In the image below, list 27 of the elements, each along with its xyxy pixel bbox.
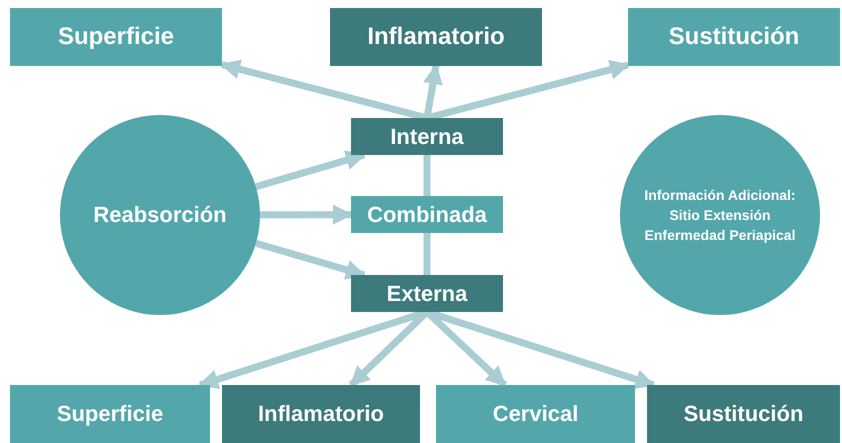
node-label: Superficie [56,401,164,427]
node-label: Externa [386,280,468,306]
node-label: Interna [390,124,464,150]
connector-line [424,233,430,275]
node-label: Inflamatorio [258,401,384,427]
connector-line [424,155,430,196]
category-box [351,275,503,312]
category-box [628,8,840,66]
category-box [351,118,503,155]
category-box [330,8,542,66]
node-label: Combinada [367,202,487,228]
node-label: Superficie [58,23,174,51]
arrow [254,240,366,280]
node-label: Sustitución [684,401,804,427]
category-box [222,385,420,443]
node-label: Reabsorción [93,201,227,230]
category-box [10,8,222,66]
arrow [254,150,366,190]
node-label: Cervical [492,401,578,427]
category-box [10,385,210,443]
node-label: Inflamatorio [367,23,505,51]
category-box [351,196,503,233]
arrow [260,204,353,225]
node-label: Sustitución [668,23,800,51]
node-label: Información Adicional: Sitio Extensión Enfermedad Periapical [643,186,797,246]
category-box [436,385,635,443]
category-box [647,385,840,443]
